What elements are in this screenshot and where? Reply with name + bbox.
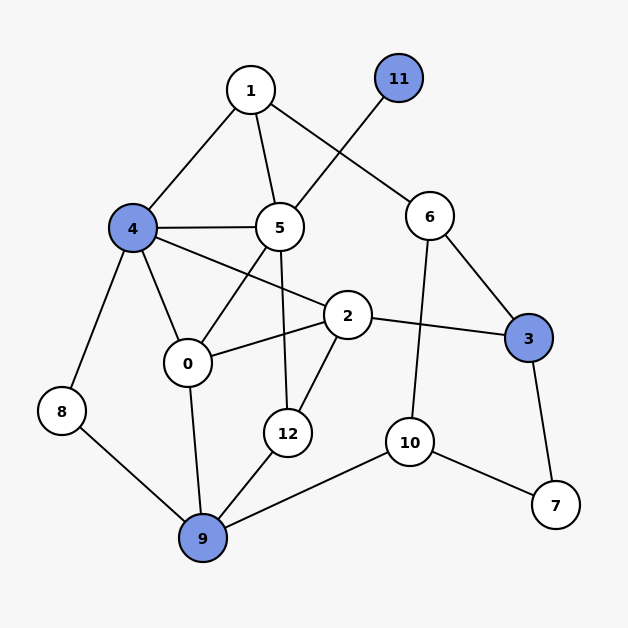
graph-edge-9-10	[202, 441, 411, 539]
node-circle[interactable]	[530, 479, 582, 531]
graph-edge-8-9	[61, 410, 204, 539]
graph-edge-0-2	[187, 314, 349, 364]
node-circle[interactable]	[36, 385, 88, 437]
node-circle[interactable]	[162, 337, 214, 389]
graph-edge-7-10	[409, 441, 557, 506]
node-circle-highlighted[interactable]	[373, 52, 425, 104]
graph-edge-2-4	[132, 227, 349, 316]
graph-node-2[interactable]: 2	[322, 289, 374, 341]
graph-node-5[interactable]: 5	[254, 201, 306, 253]
node-circle[interactable]	[225, 64, 277, 116]
graph-node-11[interactable]: 11	[373, 52, 425, 104]
node-circle-highlighted[interactable]	[503, 312, 555, 364]
graph-edge-1-4	[132, 89, 252, 229]
node-circle[interactable]	[262, 407, 314, 459]
node-circle[interactable]	[254, 201, 306, 253]
graph-edge-1-6	[250, 89, 431, 217]
graph-node-0[interactable]: 0	[162, 337, 214, 389]
graph-edge-2-3	[347, 314, 530, 339]
graph-edge-3-7	[528, 337, 557, 506]
graph-node-7[interactable]: 7	[530, 479, 582, 531]
node-circle-highlighted[interactable]	[107, 202, 159, 254]
node-circle[interactable]	[322, 289, 374, 341]
edges-layer	[61, 77, 557, 539]
graph-edge-6-10	[409, 215, 431, 443]
graph-node-4[interactable]: 4	[107, 202, 159, 254]
graph-node-10[interactable]: 10	[384, 416, 436, 468]
graph-node-9[interactable]: 9	[177, 512, 229, 564]
graph-edge-0-9	[187, 362, 204, 539]
node-circle-highlighted[interactable]	[177, 512, 229, 564]
node-circle[interactable]	[404, 190, 456, 242]
graph-node-8[interactable]: 8	[36, 385, 88, 437]
graph-edge-5-11	[279, 77, 400, 228]
graph-node-3[interactable]: 3	[503, 312, 555, 364]
graph-edge-4-8	[61, 227, 134, 412]
graph-edge-0-5	[187, 226, 281, 364]
graph-edge-3-6	[429, 215, 530, 339]
graph-node-6[interactable]: 6	[404, 190, 456, 242]
graph-node-12[interactable]: 12	[262, 407, 314, 459]
graph-edge-5-12	[279, 226, 289, 434]
node-circle[interactable]	[384, 416, 436, 468]
graph-node-1[interactable]: 1	[225, 64, 277, 116]
